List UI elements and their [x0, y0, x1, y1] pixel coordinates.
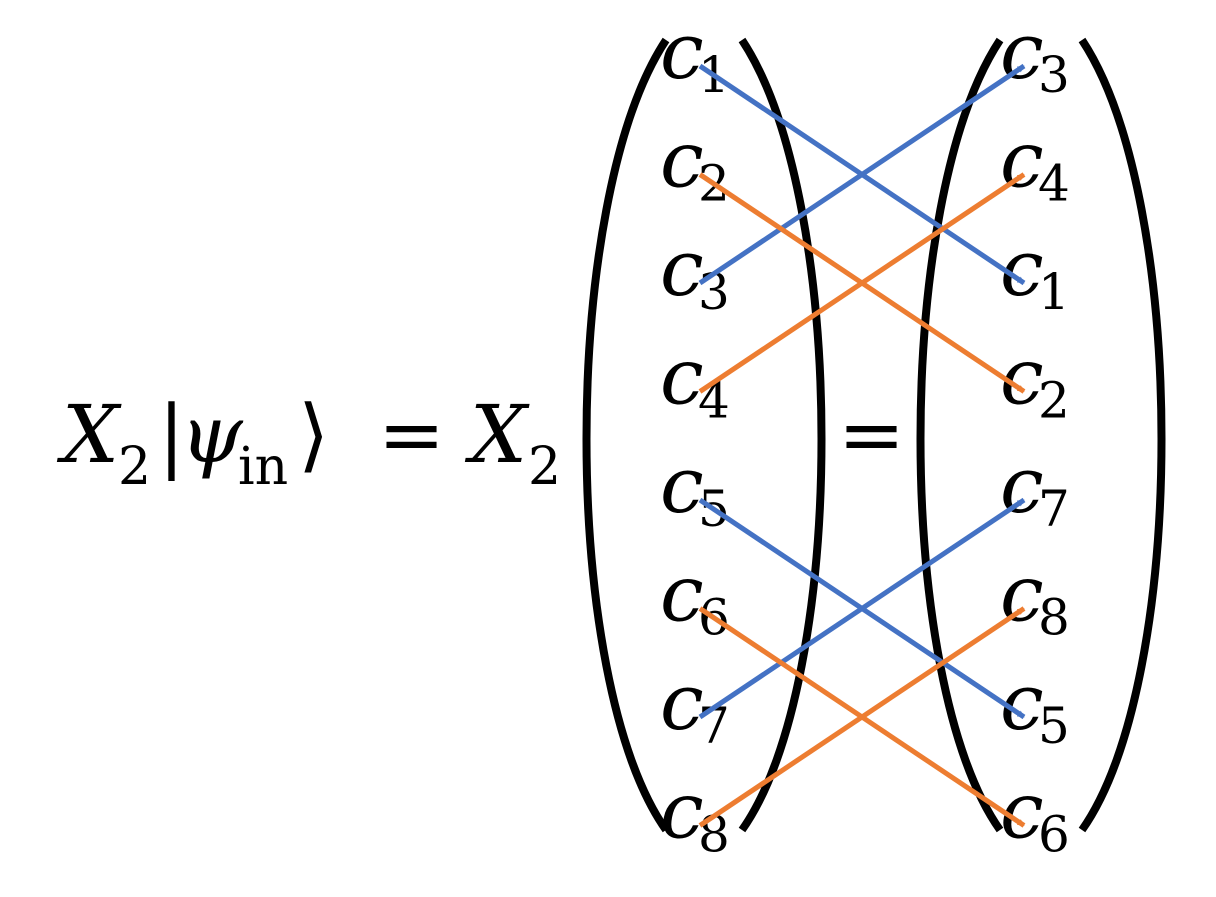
right-entry-1-subscript: 3 [1038, 46, 1070, 104]
left-entry-2-base: c [660, 116, 704, 206]
right-entry-4-subscript: 2 [1038, 372, 1070, 430]
left-vector-close-paren [738, 37, 826, 833]
ket-right-angle: ⟩ [298, 388, 329, 481]
left-vector-entries: c1c2c3c4c5c6c7c8 [660, 7, 730, 864]
arrow-c7-to-row-5 [698, 497, 1026, 720]
arrow-c8-to-row-6 [698, 606, 1026, 828]
rhs-operator-subscript: 2 [528, 437, 561, 497]
right-vector-open-paren [916, 37, 1004, 833]
right-entry-5-base: c [1000, 441, 1044, 531]
right-entry-3-subscript: 1 [1038, 263, 1070, 321]
left-entry-7-base: c [660, 658, 704, 748]
right-entry-6-base: c [1000, 550, 1044, 640]
left-entry-1-base: c [660, 7, 704, 97]
lhs-operator-subscript: 2 [118, 437, 151, 497]
left-entry-6-base: c [660, 550, 704, 640]
right-entry-8-subscript: 6 [1038, 806, 1070, 864]
right-entry-2-subscript: 4 [1038, 155, 1070, 213]
middle-equals-sign: = [838, 388, 905, 481]
left-vector-open-paren [582, 37, 670, 833]
permutation-arrows [698, 63, 1026, 828]
right-vector-close-paren [1078, 37, 1166, 833]
left-entry-5-base: c [660, 441, 704, 531]
ket-subscript: in [238, 437, 288, 497]
lhs-operator: X [56, 388, 122, 481]
right-entry-6-subscript: 8 [1038, 589, 1070, 647]
left-entry-3-base: c [660, 224, 704, 314]
left-entry-4-base: c [660, 333, 704, 423]
right-entry-5-subscript: 7 [1038, 480, 1070, 538]
right-entry-2-base: c [1000, 116, 1044, 206]
arrow-c3-to-row-1 [698, 63, 1026, 286]
lhs-expression: X 2 | ψ in ⟩ = X 2 [56, 388, 561, 497]
arrow-c4-to-row-2 [698, 172, 1026, 394]
right-entry-1-base: c [1000, 7, 1044, 97]
lhs-equals-sign: = [378, 388, 445, 481]
ket-left-bar: | [158, 388, 185, 481]
rhs-operator: X [464, 388, 530, 481]
right-entry-7-subscript: 5 [1038, 697, 1070, 755]
left-entry-8-base: c [660, 767, 704, 857]
ket-psi: ψ [180, 388, 244, 481]
